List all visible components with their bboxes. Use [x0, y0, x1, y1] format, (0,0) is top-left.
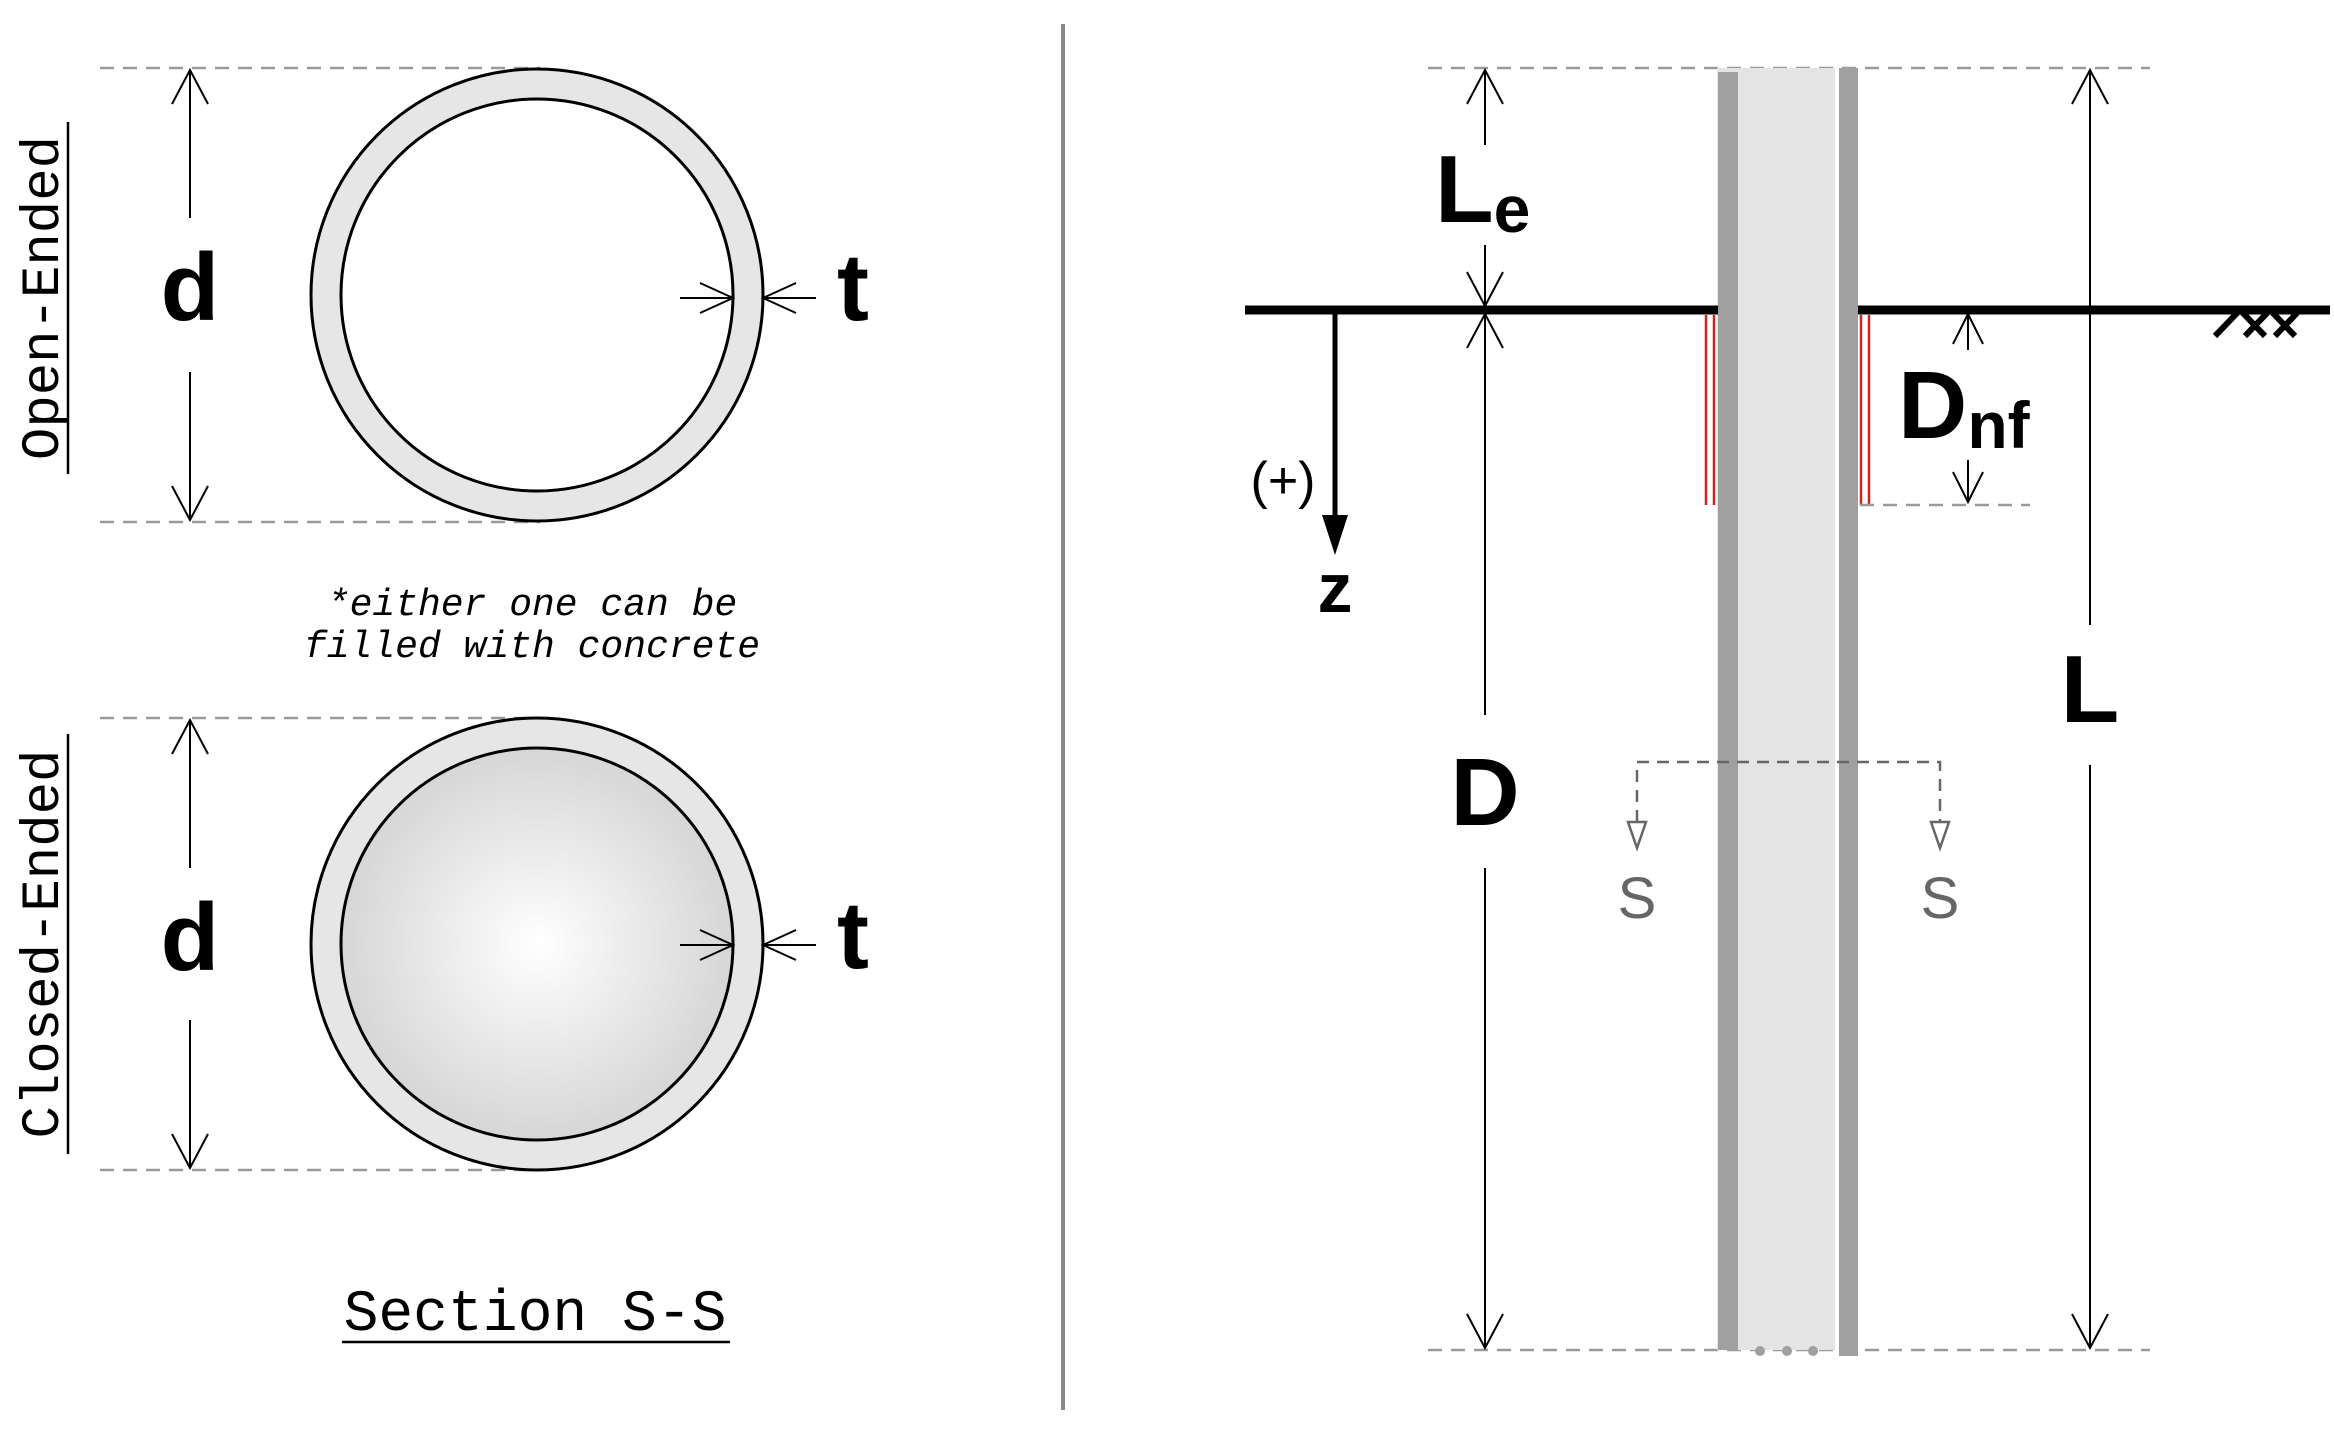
- arrow-up-icon: [171, 67, 209, 105]
- arrow-up-icon: [1466, 311, 1504, 349]
- arrow-up-icon: [2071, 67, 2109, 105]
- open-ended-section: d t Open-Ended: [14, 66, 869, 524]
- concrete-note-line2: filled with concrete: [304, 626, 760, 669]
- dnf-label: Dnf: [1898, 352, 2031, 462]
- le-subscript: e: [1494, 172, 1531, 246]
- le-label: Le: [1435, 136, 1530, 246]
- z-axis-label: z: [1318, 549, 1353, 627]
- pile-continuation-dot: [1782, 1346, 1792, 1356]
- closed-ended-section: d t Closed-Ended: [14, 716, 869, 1172]
- pile-continuation-dot: [1755, 1346, 1765, 1356]
- embedment-depth-label: D: [1450, 739, 1519, 846]
- arrow-left-icon: [760, 929, 797, 961]
- arrow-down-icon: [1466, 1313, 1504, 1351]
- pipe-pile: [1717, 68, 1858, 1356]
- arrow-left-icon: [760, 282, 797, 314]
- arrow-down-icon: [171, 1133, 209, 1171]
- concrete-note-line1: *either one can be: [327, 584, 737, 627]
- inner-open-circle: [339, 97, 735, 493]
- thickness-label: t: [837, 882, 869, 989]
- section-panel: d t Open-Ended *either one can be filled…: [14, 66, 869, 1348]
- le-main: L: [1435, 136, 1494, 243]
- section-cut-marker: [1626, 760, 1951, 852]
- section-title: Section S-S: [344, 1283, 727, 1348]
- pile-right-wall: [1839, 68, 1858, 1356]
- arrow-up-icon: [1466, 67, 1504, 105]
- arrow-up-icon: [1952, 311, 1984, 345]
- dnf-subscript: nf: [1967, 388, 2030, 462]
- closed-ended-label: Closed-Ended: [14, 750, 75, 1139]
- diameter-label: d: [161, 234, 220, 341]
- arrow-right-icon: [699, 282, 736, 314]
- arrow-up-icon: [171, 717, 209, 755]
- section-arrow-left-icon: [1626, 820, 1648, 852]
- arrow-right-icon: [699, 929, 736, 961]
- ground-hatch-icon: [2212, 307, 2300, 339]
- arrow-down-icon: [171, 485, 209, 523]
- pile-length-label: L: [2061, 636, 2120, 743]
- z-axis-arrow-icon: [1322, 515, 1348, 555]
- negative-friction-marks: [1704, 315, 1871, 505]
- section-mark-left: S: [1618, 866, 1657, 931]
- arrow-down-icon: [2071, 1313, 2109, 1351]
- dnf-main: D: [1898, 352, 1967, 459]
- positive-direction-label: (+): [1251, 452, 1316, 510]
- concrete-fill-circle: [339, 746, 735, 1142]
- pile-continuation-dot: [1808, 1346, 1818, 1356]
- section-cut-line: [1635, 760, 1942, 822]
- section-mark-right: S: [1921, 866, 1960, 931]
- thickness-label: t: [837, 234, 869, 341]
- open-ended-label: Open-Ended: [14, 136, 75, 460]
- diameter-label: d: [161, 884, 220, 991]
- pile-left-wall: [1718, 72, 1738, 1350]
- arrow-down-icon: [1466, 271, 1504, 309]
- arrow-down-icon: [1952, 471, 1984, 505]
- section-arrow-right-icon: [1929, 820, 1951, 852]
- elevation-panel: Le D Dnf L (+) z S S: [1245, 66, 2330, 1356]
